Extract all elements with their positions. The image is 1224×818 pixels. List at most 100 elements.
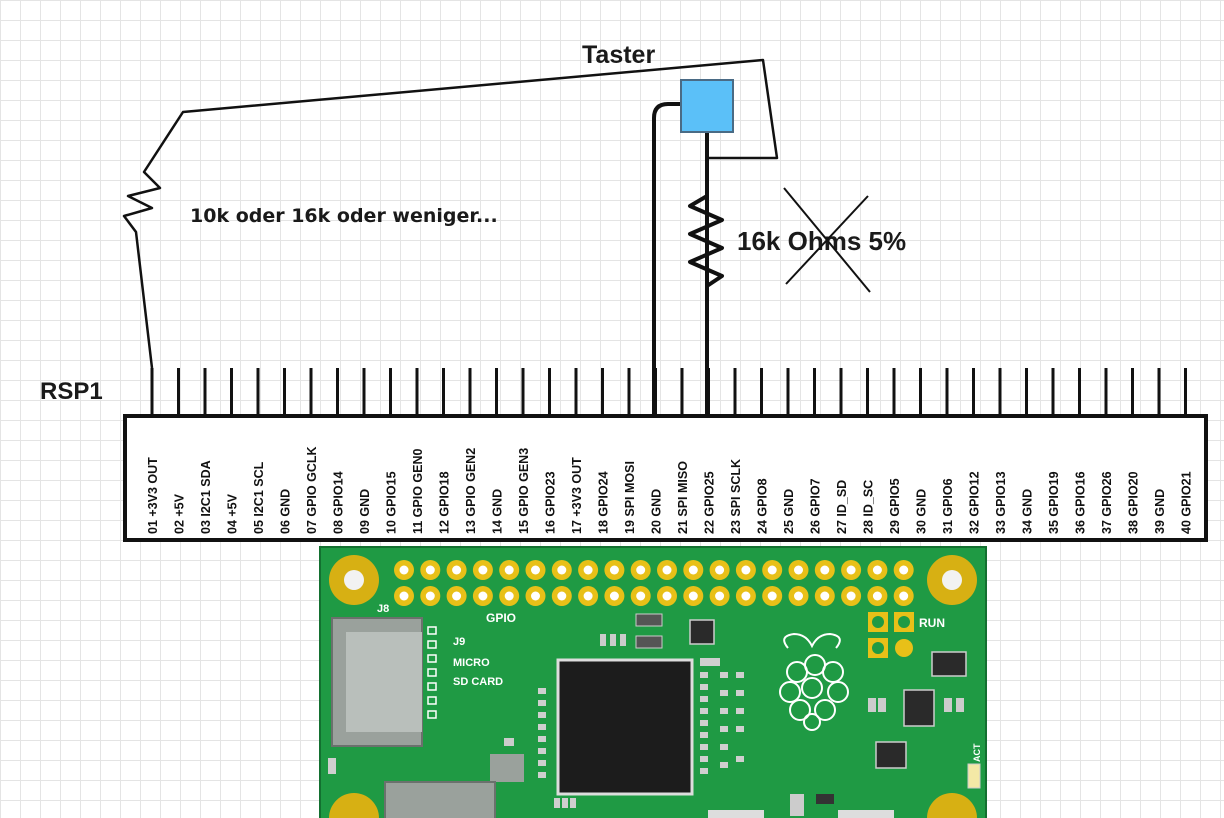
gpio-pad-hole bbox=[794, 591, 803, 601]
pin-label-34: 34 GND bbox=[1021, 489, 1035, 534]
gpio-pad-hole bbox=[583, 565, 593, 575]
pin-label-31: 31 GPIO6 bbox=[941, 478, 955, 534]
gpio-pad-hole bbox=[899, 565, 909, 575]
pin-label-11: 11 GPIO GEN0 bbox=[411, 448, 425, 534]
pin-label-5: 05 I2C1 SCL bbox=[252, 461, 266, 534]
gpio-pad-hole bbox=[715, 591, 725, 601]
gpio-pad-hole bbox=[846, 565, 856, 575]
gpio-pad-hole bbox=[478, 565, 488, 575]
gpio-pad-hole bbox=[688, 591, 698, 601]
pin-label-38: 38 GPIO20 bbox=[1127, 471, 1141, 534]
push-button bbox=[680, 79, 734, 133]
gpio-pad-hole bbox=[899, 591, 909, 601]
label-sd-card: SD CARD bbox=[453, 676, 503, 688]
gpio-pad-hole bbox=[820, 565, 830, 575]
resistor-value: 16k Ohms 5% bbox=[737, 226, 906, 256]
resistor-note: 10k oder 16k oder weniger... bbox=[190, 205, 498, 227]
pin-label-7: 07 GPIO GCLK bbox=[305, 446, 319, 534]
gpio-pad-hole bbox=[662, 565, 672, 575]
pin-label-40: 40 GPIO21 bbox=[1180, 471, 1194, 534]
gpio-pad-hole bbox=[557, 591, 567, 601]
connector-name: RSP1 bbox=[40, 378, 103, 405]
cross-out-mark bbox=[783, 187, 871, 293]
gpio-pad-hole bbox=[820, 591, 830, 601]
gpio-pad-hole bbox=[399, 565, 409, 575]
pin-label-19: 19 SPI MOSI bbox=[623, 461, 637, 534]
gpio-pad-hole bbox=[531, 591, 540, 601]
gpio-pad-hole bbox=[478, 591, 488, 601]
pin-label-33: 33 GPIO13 bbox=[994, 471, 1008, 534]
pin-label-39: 39 GND bbox=[1153, 489, 1167, 534]
pin-label-14: 14 GND bbox=[491, 489, 505, 534]
gpio-pad-hole bbox=[688, 565, 698, 575]
wire-gnd bbox=[652, 102, 682, 416]
pin-label-23: 23 SPI SCLK bbox=[729, 459, 743, 534]
pin-label-16: 16 GPIO23 bbox=[544, 471, 558, 534]
pin-label-24: 24 GPIO8 bbox=[756, 478, 770, 534]
pin-label-10: 10 GPIO15 bbox=[385, 471, 399, 534]
pin-label-1: 01 +3V3 OUT bbox=[146, 457, 160, 534]
pin-label-26: 26 GPIO7 bbox=[809, 478, 823, 534]
gpio-pad-hole bbox=[767, 591, 777, 601]
gpio-pad-hole bbox=[794, 565, 803, 575]
gpio-pad-hole bbox=[872, 565, 882, 575]
gpio-pads bbox=[394, 560, 914, 606]
mounting-hole-bottom-left bbox=[329, 793, 379, 818]
connector-pins: 01 +3V3 OUT 02 +5V 03 I2C1 SDA 04 +5V 05 I2C… bbox=[146, 368, 1194, 534]
pin-label-3: 03 I2C1 SDA bbox=[199, 460, 213, 534]
gpio-pad-hole bbox=[872, 591, 882, 601]
gpio-pad-hole bbox=[425, 565, 435, 575]
pin-label-21: 21 SPI MISO bbox=[676, 461, 690, 534]
pin-label-25: 25 GND bbox=[782, 489, 796, 534]
connector-body bbox=[123, 414, 1208, 542]
pin-label-36: 36 GPIO16 bbox=[1074, 471, 1088, 534]
soc-chip bbox=[556, 658, 694, 796]
pin-label-35: 35 GPIO19 bbox=[1047, 471, 1061, 534]
label-j8: J8 bbox=[377, 603, 389, 615]
pin-label-22: 22 GPIO25 bbox=[703, 471, 717, 534]
pin-label-18: 18 GPIO24 bbox=[597, 471, 611, 534]
gpio-pad-hole bbox=[609, 565, 619, 575]
gpio-pad-hole bbox=[741, 591, 751, 601]
pin-label-17: 17 +3V3 OUT bbox=[570, 457, 584, 534]
label-act: ACT bbox=[972, 743, 982, 762]
wires bbox=[122, 58, 779, 416]
label-j9: J9 bbox=[453, 636, 465, 648]
gpio-pad-hole bbox=[504, 565, 514, 575]
button-label: Taster bbox=[582, 41, 655, 69]
pin-label-13: 13 GPIO GEN2 bbox=[464, 448, 478, 534]
pin-label-12: 12 GPIO18 bbox=[438, 471, 452, 534]
raspberry-logo bbox=[779, 632, 849, 731]
gpio-pad-hole bbox=[662, 591, 672, 601]
pin-label-15: 15 GPIO GEN3 bbox=[517, 448, 531, 534]
gpio-pad-hole bbox=[715, 565, 725, 575]
pin-label-2: 02 +5V bbox=[173, 493, 187, 534]
gpio-pad-hole bbox=[636, 565, 646, 575]
label-micro: MICRO bbox=[453, 657, 490, 669]
resistor-zigzag bbox=[688, 186, 724, 300]
gpio-pad-hole bbox=[425, 591, 435, 601]
gpio-pad-hole bbox=[557, 565, 567, 575]
gpio-pad-hole bbox=[452, 591, 462, 601]
gpio-pad-hole bbox=[609, 591, 619, 601]
gpio-pad-hole bbox=[399, 591, 409, 601]
pin-label-27: 27 ID_SD bbox=[835, 480, 849, 534]
gpio-pad-hole bbox=[583, 591, 593, 601]
mounting-hole-bottom-right bbox=[927, 793, 977, 818]
pin-label-20: 20 GND bbox=[650, 489, 664, 534]
raspberry-pi-zero-board: J8 GPIO RUN J9 MICRO SD CARD bbox=[319, 546, 987, 818]
gpio-pad-hole bbox=[504, 591, 514, 601]
pin-label-37: 37 GPIO26 bbox=[1100, 471, 1114, 534]
gpio-pad-hole bbox=[531, 565, 540, 575]
pin-label-8: 08 GPIO14 bbox=[332, 471, 346, 534]
pin-label-6: 06 GND bbox=[279, 489, 293, 534]
pin-label-4: 04 +5V bbox=[226, 493, 240, 534]
pin-label-29: 29 GPIO5 bbox=[888, 478, 902, 534]
pin-label-28: 28 ID_SC bbox=[862, 480, 876, 534]
gpio-pad-hole bbox=[846, 591, 856, 601]
gpio-pad-hole bbox=[636, 591, 646, 601]
wire-left-resistor bbox=[122, 58, 779, 369]
gpio-pad-hole bbox=[767, 565, 777, 575]
label-gpio: GPIO bbox=[486, 611, 516, 625]
